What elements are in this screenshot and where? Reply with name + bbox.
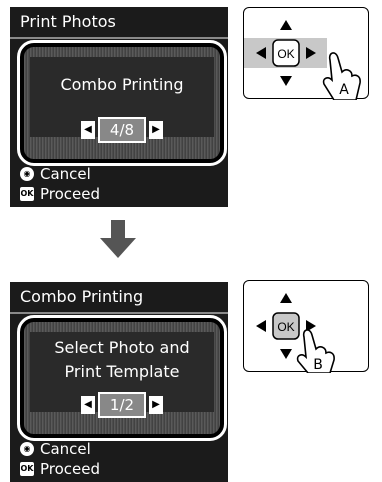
right-arrow-icon[interactable]: ▶	[149, 396, 163, 414]
content-area: Select Photo and Print Template	[30, 332, 214, 412]
right-arrow-icon	[306, 320, 316, 332]
pressing-hand-icon	[322, 52, 361, 101]
left-arrow-icon[interactable]: ◀	[81, 396, 95, 414]
cancel-action[interactable]: ◉ Cancel	[20, 440, 91, 458]
selection-highlight-frame: Combo Printing ◀ 4/8 ▶	[17, 40, 227, 166]
proceed-label: Proceed	[40, 460, 101, 478]
down-arrow-icon	[280, 76, 292, 86]
ok-button-label: OK	[277, 320, 294, 334]
right-arrow-icon[interactable]: ▶	[149, 121, 163, 139]
down-arrow-icon	[280, 349, 292, 359]
proceed-action[interactable]: OK Proceed	[20, 460, 100, 478]
screen-title: Combo Printing	[20, 287, 144, 306]
lcd-screen-step2: Combo Printing Select Photo and Print Te…	[10, 282, 228, 482]
left-arrow-icon	[256, 320, 266, 332]
page-indicator: 1/2	[98, 392, 146, 418]
selection-highlight-frame: Select Photo and Print Template ◀ 1/2 ▶	[17, 315, 227, 441]
up-arrow-icon	[280, 293, 292, 303]
stop-icon: ◉	[20, 167, 34, 181]
cancel-action[interactable]: ◉ Cancel	[20, 165, 91, 183]
callout-label: B	[313, 357, 323, 373]
ok-icon: OK	[20, 462, 34, 476]
dpad-diagram: OK A	[244, 20, 361, 101]
proceed-action[interactable]: OK Proceed	[20, 185, 100, 203]
pressing-hand-icon	[296, 329, 335, 374]
callout-label: A	[339, 82, 349, 98]
instruction-text: Select Photo and Print Template	[54, 338, 190, 381]
cancel-label: Cancel	[40, 165, 91, 183]
divider	[10, 37, 228, 39]
pager: ◀ 4/8 ▶	[81, 117, 163, 143]
proceed-label: Proceed	[40, 185, 101, 203]
divider	[10, 312, 228, 314]
page-indicator: 4/8	[98, 117, 146, 143]
up-arrow-icon	[280, 20, 292, 30]
ok-button	[272, 39, 300, 67]
control-panel-step1: OK A	[243, 7, 369, 101]
stop-icon: ◉	[20, 442, 34, 456]
left-arrow-icon[interactable]: ◀	[81, 121, 95, 139]
right-arrow-icon	[306, 47, 316, 59]
ok-icon: OK	[20, 187, 34, 201]
control-panel-step2: OK B	[243, 280, 369, 374]
ok-button-label: OK	[277, 47, 294, 61]
cancel-label: Cancel	[40, 440, 91, 458]
ok-button	[272, 312, 300, 340]
left-arrow-icon	[256, 47, 266, 59]
menu-option-label: Combo Printing	[60, 75, 184, 94]
dpad-diagram: OK B	[256, 293, 335, 374]
down-arrow-icon	[100, 220, 136, 258]
screen-title: Print Photos	[20, 12, 116, 31]
lcd-screen-step1: Print Photos Combo Printing ◀ 4/8 ▶ ◉ Ca…	[10, 7, 228, 207]
pager: ◀ 1/2 ▶	[81, 392, 163, 418]
